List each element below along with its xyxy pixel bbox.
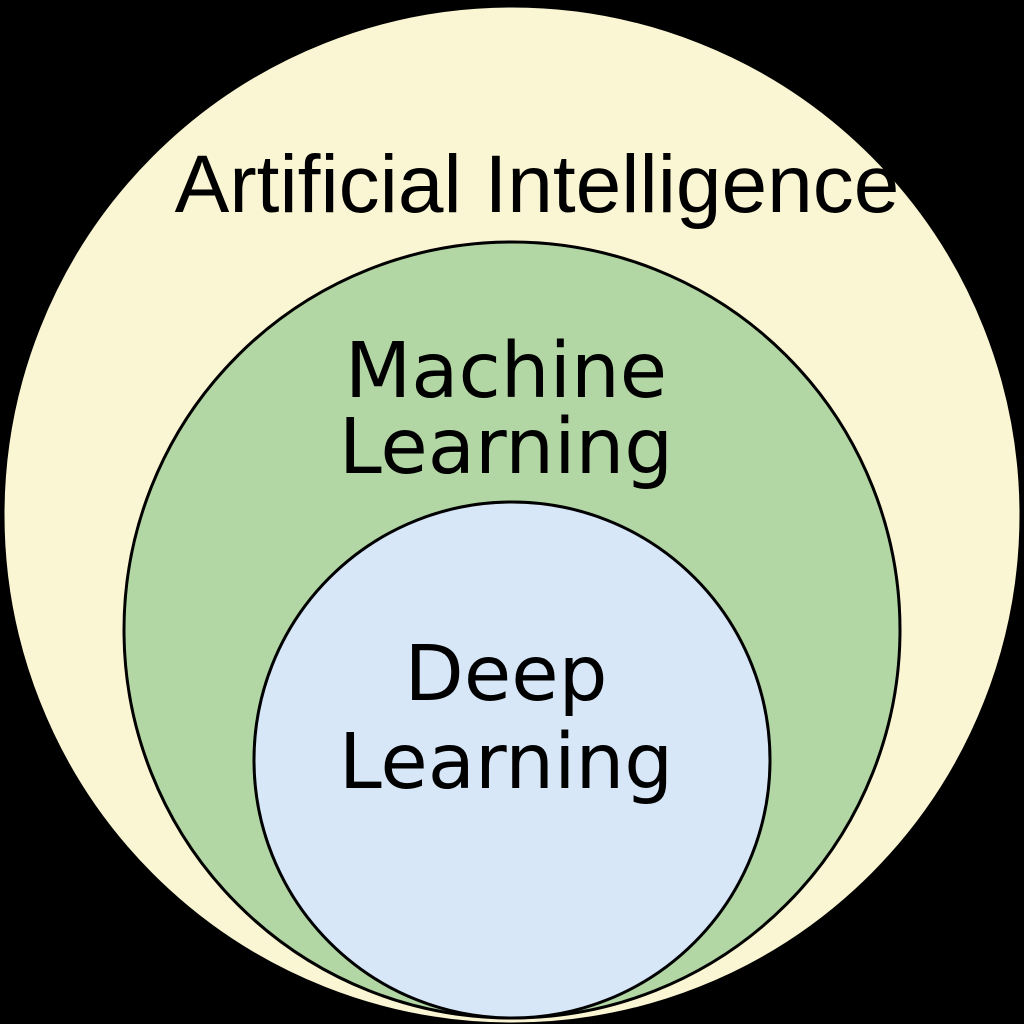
machine-learning-label-line1: Machine: [345, 327, 667, 416]
artificial-intelligence-label: Artificial Intelligence: [175, 139, 900, 230]
deep-learning-circle: [252, 500, 772, 1020]
deep-learning-label-line2: Learning: [339, 718, 673, 807]
machine-learning-label-line2: Learning: [339, 403, 673, 492]
deep-learning-label-line1: Deep: [405, 630, 608, 719]
